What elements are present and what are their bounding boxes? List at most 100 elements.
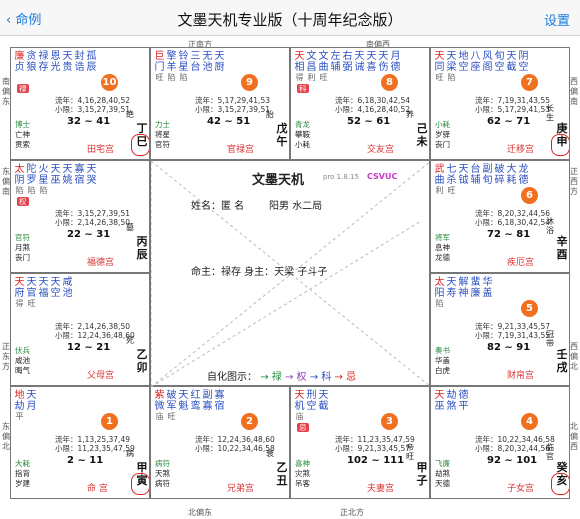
decade-range: 52 ~ 61 [347,116,391,127]
annual-ages: 流年：11,23,35,47,59 [335,435,415,444]
star-name-char: 巫 [50,175,61,186]
star-name-char: 廉 [14,51,25,62]
star-column: 三台 [190,51,201,83]
god-name: 丧门 [15,253,30,262]
star-column: 铃星陷 [178,51,189,83]
palace-name: 官禄宫 [227,145,255,155]
star-column: 德平 [458,390,469,412]
star-name-char: 诫 [354,62,365,73]
star-name-char: 月 [390,51,401,62]
legend-ke: → 科 [309,372,332,383]
palace-name: 田宅宫 [87,145,115,155]
star-name-char: 阁 [482,62,493,73]
star-column: 火星陷 [38,164,49,196]
star-column: 左辅 [330,51,341,83]
god-name: 岁驿 [435,130,450,139]
star-name-char: 巨 [154,51,165,62]
star-name-char: 阳 [434,288,445,299]
star-name-char: 封 [74,51,85,62]
chart-relation-lines [151,161,431,387]
star-name-char: 空 [494,62,505,73]
star-column: 八座 [470,51,481,83]
decade-range: 22 ~ 31 [67,229,111,240]
star-name-char: 大 [506,164,517,175]
star-name-char: 池 [202,62,213,73]
decade-range: 42 ~ 51 [207,116,251,127]
god-name: 小耗 [295,140,310,149]
direction-label: 东偏南 [2,167,10,196]
palace-name: 交友宫 [367,145,395,155]
star-name-char: 梁 [446,62,457,73]
star-name-char: 红 [190,390,201,401]
star-name-char: 伤 [378,62,389,73]
star-name-char: 光 [50,62,61,73]
star-brightness: 旺 [319,73,328,82]
decade-range: 12 ~ 21 [67,342,111,353]
transform-badge: 禄 [17,84,29,93]
star-column: 陀罗陷 [26,164,37,196]
decade-range: 2 ~ 11 [67,455,104,466]
god-name: 吊客 [295,479,310,488]
star-name-char: 空 [306,401,317,412]
star-column: 地劫平 [14,390,25,422]
god-name: 官符 [155,140,170,149]
star-name-char: 八 [470,51,481,62]
star-column: 大耗 [506,164,517,196]
god-name: 官符 [15,233,30,242]
star-name-char: 座 [470,62,481,73]
star-list: 巨门旺擎羊陷铃星陷三台无池天厨 [154,51,225,83]
god-name: 博士 [15,120,30,129]
star-name-char: 宿 [214,401,225,412]
god-name: 将星 [155,130,170,139]
star-name-char: 紫 [154,390,165,401]
star-name-char: 门 [154,62,165,73]
god-name: 天德 [435,479,450,488]
settings-button[interactable]: 设置 [543,14,570,29]
star-name-char: 府 [14,288,25,299]
star-brightness: 陷 [15,186,24,195]
god-name: 攀鞍 [295,130,310,139]
star-list: 天同旺天梁陷地空八座风阁旬空天截阴空 [434,51,529,83]
star-column: 华盖 [482,277,493,309]
god-name: 龙德 [435,253,450,262]
star-name-char: 风 [482,51,493,62]
star-column: 龙德 [518,164,529,196]
self-transform-legend: 自化图示： → 禄 → 权 → 科 → 忌 [207,368,356,383]
highlight-ring [131,134,149,156]
star-column: 天哭 [86,164,97,196]
annual-ages: 流年：5,17,29,41,53 [195,96,270,105]
back-button[interactable]: ‹ 命例 [6,13,42,28]
star-name-char: 德 [518,175,529,186]
god-name: 伏兵 [15,346,30,355]
palace-number-badge: 6 [521,187,538,204]
star-name-char: 天 [458,164,469,175]
star-name-char: 陀 [26,164,37,175]
god-name: 飞廉 [435,459,450,468]
star-name-char: 微 [154,401,165,412]
star-list: 天机庙刑空天截 [294,390,329,422]
star-list: 地劫平天月 [14,390,37,422]
app-title: 文墨天机专业版（十周年纪念版） [177,11,403,29]
star-column: 刑空 [306,390,317,422]
star-column: 天贵 [62,51,73,73]
star-name-char: 铃 [178,51,189,62]
transform-badge: 权 [17,197,29,206]
gender-line: 阳男 水二局 [269,201,323,212]
star-brightness: 旺 [155,73,164,82]
star-column: 解神 [458,277,469,309]
palace-number-badge: 4 [521,413,538,430]
god-name: 亡神 [15,130,30,139]
star-name-char: 台 [190,62,201,73]
